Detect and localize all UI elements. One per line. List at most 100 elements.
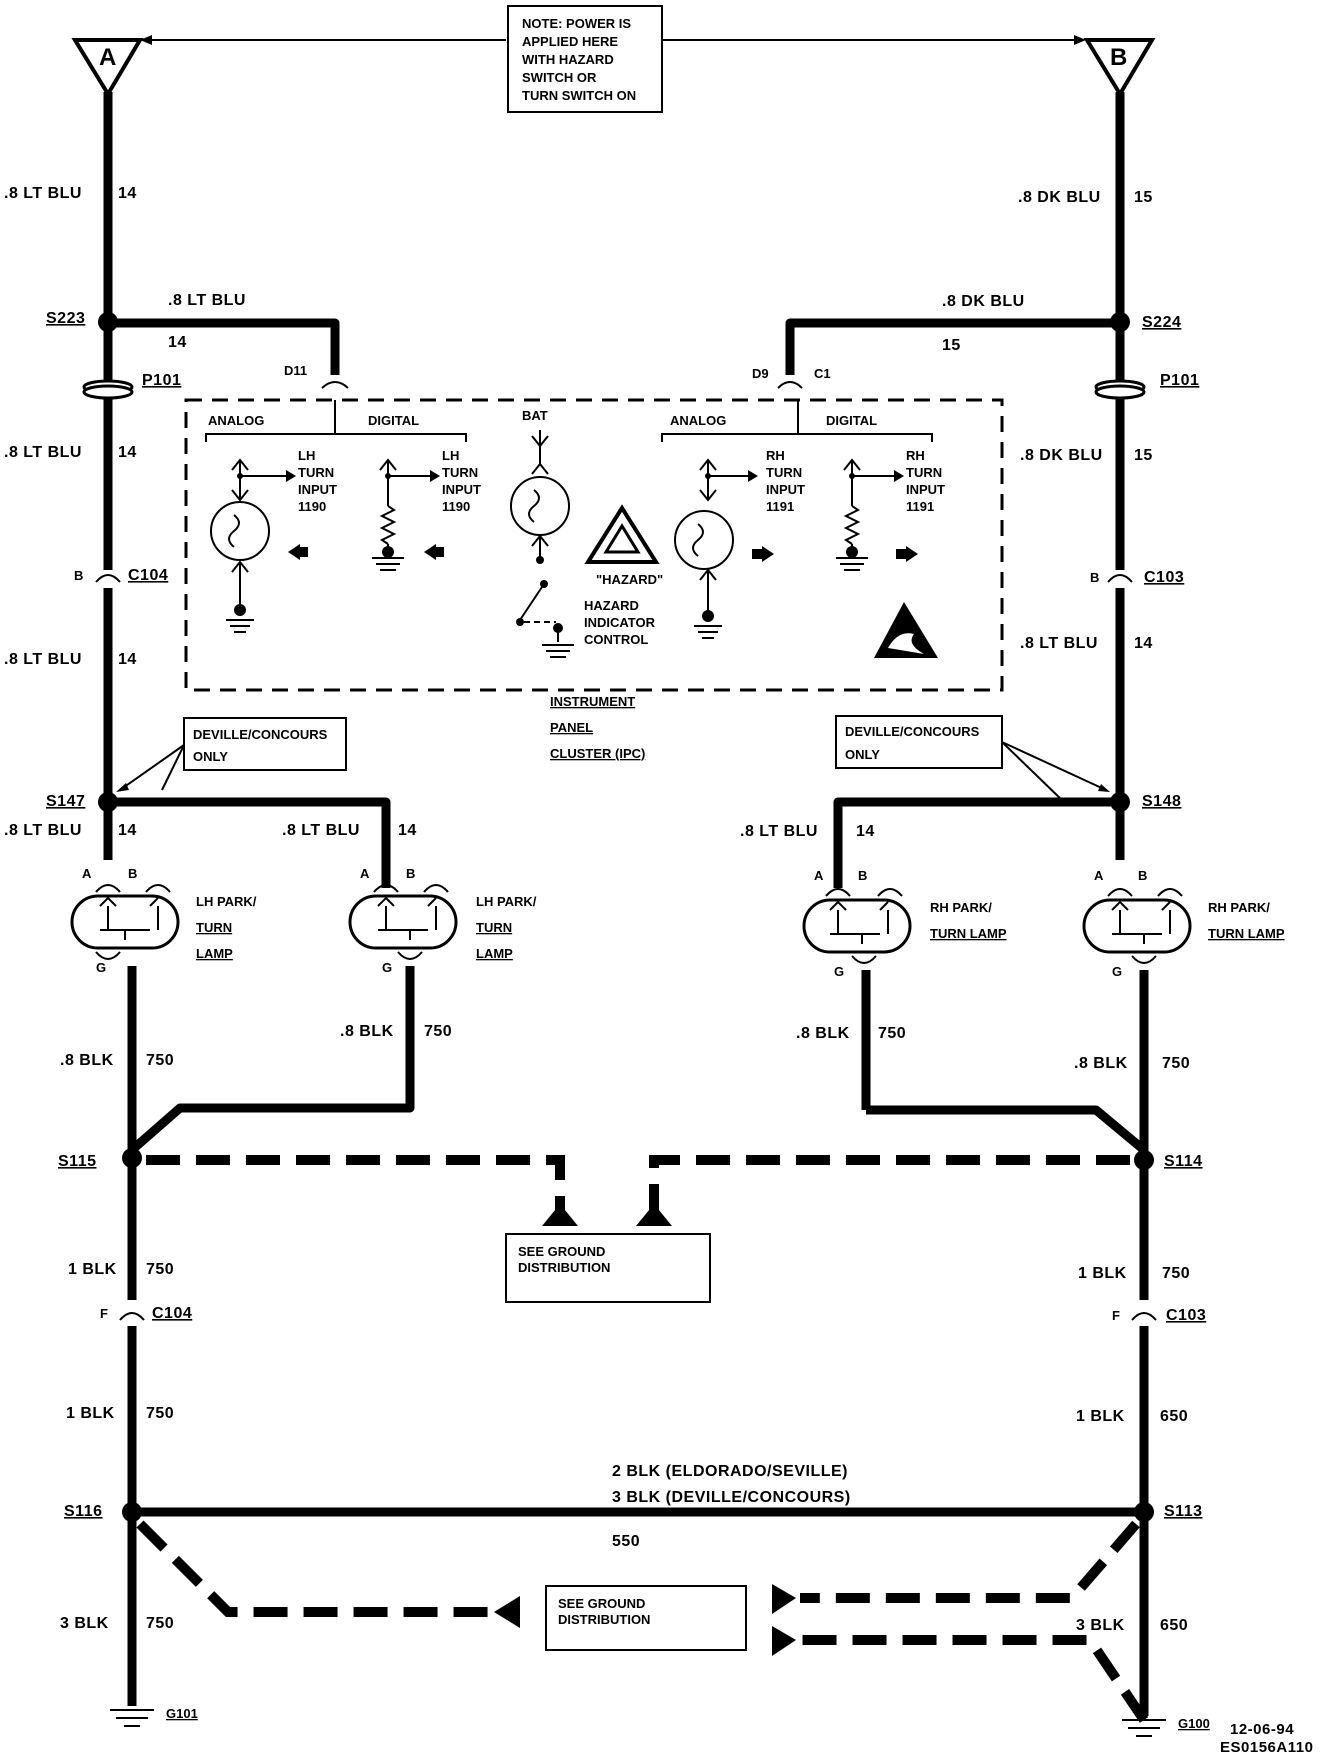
svg-text:TURN: TURN [196, 920, 232, 935]
svg-text:750: 750 [146, 1052, 174, 1069]
svg-text:650: 650 [1160, 1617, 1188, 1634]
svg-text:14: 14 [118, 444, 137, 461]
svg-text:A: A [82, 866, 92, 881]
svg-text:G100: G100 [1178, 1716, 1210, 1731]
svg-text:TURN: TURN [766, 465, 802, 480]
svg-text:LAMP: LAMP [196, 946, 233, 961]
svg-text:550: 550 [612, 1533, 640, 1550]
svg-text:INPUT: INPUT [298, 482, 337, 497]
wire-label: .8 LT BLU [4, 185, 82, 202]
svg-text:.8 BLK: .8 BLK [1074, 1055, 1128, 1072]
splice-s147: S147 [46, 793, 85, 810]
svg-text:WITH HAZARD: WITH HAZARD [522, 52, 614, 67]
svg-text:14: 14 [856, 823, 875, 840]
svg-text:TURN LAMP: TURN LAMP [1208, 926, 1285, 941]
svg-text:1 BLK: 1 BLK [68, 1261, 117, 1278]
svg-text:INPUT: INPUT [442, 482, 481, 497]
svg-text:G: G [1112, 964, 1122, 979]
svg-text:ANALOG: ANALOG [670, 413, 726, 428]
svg-text:DISTRIBUTION: DISTRIBUTION [518, 1260, 610, 1275]
instrument-panel-cluster: D11 D9 C1 ANALOG DIGITAL ANALOG DIGITAL … [184, 363, 1004, 692]
svg-text:INSTRUMENT: INSTRUMENT [550, 694, 635, 709]
svg-text:14: 14 [1134, 635, 1153, 652]
svg-text:ANALOG: ANALOG [208, 413, 264, 428]
svg-text:SEE GROUND: SEE GROUND [518, 1244, 605, 1259]
svg-text:TURN: TURN [442, 465, 478, 480]
svg-text:750: 750 [146, 1405, 174, 1422]
svg-text:RH PARK/: RH PARK/ [1208, 900, 1270, 915]
svg-text:D9: D9 [752, 366, 769, 381]
ground-g101: G101 [110, 1706, 198, 1727]
connector-p101-left: P101 [82, 372, 181, 400]
svg-text:1190: 1190 [442, 499, 470, 514]
svg-text:B: B [128, 866, 137, 881]
svg-text:.8 DK BLU: .8 DK BLU [1018, 189, 1101, 206]
svg-text:ONLY: ONLY [845, 747, 880, 762]
ground-g100: G100 [1122, 1716, 1210, 1737]
svg-text:NOTE: POWER IS: NOTE: POWER IS [522, 16, 631, 31]
svg-text:14: 14 [168, 334, 187, 351]
svg-text:ONLY: ONLY [193, 749, 228, 764]
svg-text:D11: D11 [284, 363, 307, 378]
svg-text:TURN: TURN [476, 920, 512, 935]
svg-text:.8 BLK: .8 BLK [60, 1052, 114, 1069]
svg-text:.8 LT BLU: .8 LT BLU [740, 823, 818, 840]
connector-a-label: A [99, 44, 116, 71]
svg-text:A: A [814, 868, 824, 883]
svg-text:G101: G101 [166, 1706, 198, 1721]
svg-text:.8 DK BLU: .8 DK BLU [1020, 447, 1103, 464]
svg-text:BAT: BAT [522, 408, 548, 423]
svg-text:.8 LT BLU: .8 LT BLU [282, 822, 360, 839]
svg-text:.8 LT BLU: .8 LT BLU [4, 444, 82, 461]
svg-text:.8 LT BLU: .8 LT BLU [4, 651, 82, 668]
svg-text:F: F [1112, 1308, 1120, 1323]
lh-park-turn-lamp-2: A B G LH PARK/ TURN LAMP [348, 866, 537, 975]
svg-text:14: 14 [398, 822, 417, 839]
svg-text:.8 BLK: .8 BLK [796, 1025, 850, 1042]
deville-note-right: DEVILLE/CONCOURS ONLY [835, 715, 1110, 803]
svg-text:15: 15 [1134, 447, 1153, 464]
svg-text:C104: C104 [152, 1305, 192, 1322]
svg-text:RH PARK/: RH PARK/ [930, 900, 992, 915]
svg-text:750: 750 [424, 1023, 452, 1040]
svg-text:RH: RH [906, 448, 925, 463]
svg-text:TURN SWITCH ON: TURN SWITCH ON [522, 88, 636, 103]
diagram-code: ES0156A110 [1220, 1739, 1313, 1756]
svg-text:3 BLK (DEVILLE/CONCOURS): 3 BLK (DEVILLE/CONCOURS) [612, 1489, 851, 1506]
svg-text:750: 750 [146, 1615, 174, 1632]
svg-text:P101: P101 [142, 372, 181, 389]
svg-text:TURN: TURN [906, 465, 942, 480]
svg-text:C1: C1 [814, 366, 831, 381]
connector-a: A [71, 38, 144, 98]
svg-text:G: G [96, 960, 106, 975]
splice-s224: S224 [1142, 314, 1181, 331]
ground-distribution-lower: SEE GROUND DISTRIBUTION [545, 1585, 747, 1651]
splice-s113: S113 [1164, 1503, 1202, 1520]
svg-text:B: B [74, 568, 83, 583]
svg-text:C103: C103 [1166, 1307, 1206, 1324]
svg-text:CONTROL: CONTROL [584, 632, 648, 647]
esd-warning-icon [874, 602, 938, 658]
svg-text:G: G [834, 964, 844, 979]
svg-text:TURN LAMP: TURN LAMP [930, 926, 1007, 941]
svg-text:CLUSTER (IPC): CLUSTER (IPC) [550, 746, 645, 761]
svg-text:3 BLK: 3 BLK [1076, 1617, 1125, 1634]
deville-note-left: DEVILLE/CONCOURS ONLY [116, 717, 347, 792]
svg-text:.8 LT BLU: .8 LT BLU [168, 292, 246, 309]
connector-c104: C104 [128, 567, 168, 584]
svg-text:P101: P101 [1160, 372, 1199, 389]
svg-text:1190: 1190 [298, 499, 326, 514]
svg-text:3 BLK: 3 BLK [60, 1615, 109, 1632]
svg-text:TURN: TURN [298, 465, 334, 480]
svg-text:B: B [1090, 570, 1099, 585]
svg-text:DIGITAL: DIGITAL [368, 413, 419, 428]
splice-s223: S223 [46, 310, 85, 327]
svg-text:INPUT: INPUT [766, 482, 805, 497]
svg-text:APPLIED HERE: APPLIED HERE [522, 34, 618, 49]
svg-text:RH: RH [766, 448, 785, 463]
svg-text:.8 DK BLU: .8 DK BLU [942, 293, 1025, 310]
svg-text:2 BLK (ELDORADO/SEVILLE): 2 BLK (ELDORADO/SEVILLE) [612, 1463, 848, 1480]
svg-text:1 BLK: 1 BLK [1076, 1408, 1125, 1425]
connector-b: B [1083, 38, 1156, 98]
